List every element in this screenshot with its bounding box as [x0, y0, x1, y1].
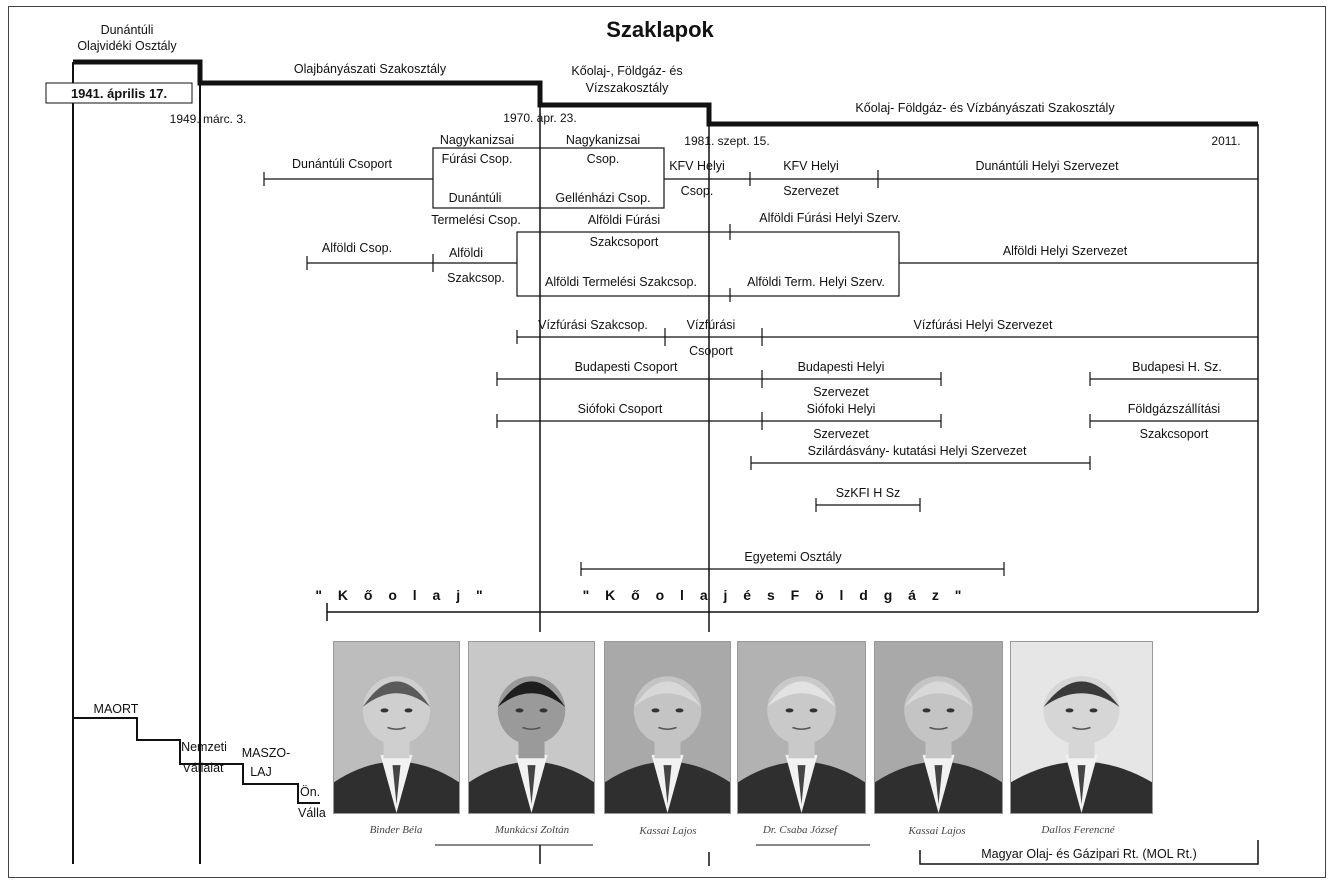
label-alfoldi-furasi: Alföldi Fúrási	[588, 213, 660, 227]
label-kfv-helyi-1: KFV Helyi	[669, 159, 725, 173]
date-1949: 1949. márc. 3.	[170, 112, 247, 126]
label-foldgazszallitasi: Földgázszállítási	[1128, 402, 1220, 416]
label-kfv-helyi-2: KFV Helyi	[783, 159, 839, 173]
label-on: Ön.	[300, 785, 320, 799]
label-szakcsop: Szakcsop.	[447, 271, 505, 285]
date-1970: 1970. ápr. 23.	[503, 111, 576, 125]
label-szkfi: SzKFI H Sz	[836, 486, 901, 500]
label-nagykanizsai-2: Nagykanizsai	[566, 133, 640, 147]
portrait-photo-2	[604, 641, 731, 814]
label-dunantuli-csoport: Dunántúli Csoport	[292, 157, 393, 171]
label-vizfurasi-csoport: Csoport	[689, 344, 733, 358]
label-maszolaj-2: LAJ	[250, 765, 272, 779]
label-budapesti-szervezet: Szervezet	[813, 385, 869, 399]
portrait-photo-3	[737, 641, 866, 814]
label-siofoki-helyi: Siófoki Helyi	[807, 402, 876, 416]
date-1981: 1981. szept. 15.	[684, 134, 769, 148]
label-szakcsoport: Szakcsoport	[590, 235, 659, 249]
label-maszolaj-1: MASZO-	[242, 746, 291, 760]
era-koolaj: " K ő o l a j "	[315, 587, 488, 603]
date-2011: 2011.	[1211, 134, 1240, 148]
label-dunantuli-olajvideki-2: Olajvidéki Osztály	[77, 39, 177, 53]
label-dunantuli: Dunántúli	[449, 191, 502, 205]
label-olajbanyaszati: Olajbányászati Szakosztály	[294, 62, 447, 76]
mol-bracket	[919, 840, 1259, 865]
era-koolaj-foldgaz: " K ő o l a j é s F ö l d g á z "	[583, 587, 968, 603]
label-egyetemi: Egyetemi Osztály	[744, 550, 842, 564]
society-step-line	[73, 59, 1258, 127]
company-step-line	[73, 717, 320, 804]
label-csop: Csop.	[587, 152, 620, 166]
label-dunantuli-helyi: Dunántúli Helyi Szervezet	[975, 159, 1119, 173]
caption-kassai-lajos-2: Kassai Lajos	[907, 825, 965, 837]
label-siofoki-szervezet: Szervezet	[813, 427, 869, 441]
label-koolaj-viz-1: Kőolaj-, Földgáz- és	[571, 64, 682, 78]
label-vallalat: Vállalat	[183, 761, 225, 775]
label-valla: Válla	[298, 806, 326, 820]
label-mol: Magyar Olaj- és Gázipari Rt. (MOL Rt.)	[981, 847, 1197, 861]
label-alfoldi-helyi: Alföldi Helyi Szervezet	[1003, 244, 1128, 258]
label-gellenhazi: Gellénházi Csop.	[555, 191, 650, 205]
label-vizfurasi-helyi: Vízfúrási Helyi Szervezet	[914, 318, 1053, 332]
caption-csaba-jozsef: Dr. Csaba József	[762, 824, 839, 836]
label-termelesi-csop: Termelési Csop.	[431, 213, 521, 227]
label-alfoldi: Alföldi	[449, 246, 483, 260]
label-nemzeti: Nemzeti	[181, 740, 227, 754]
label-kfv-szervezet: Szervezet	[783, 184, 839, 198]
caption-kassai-lajos-1: Kassai Lajos	[638, 825, 696, 837]
label-dunantuli-olajvideki-1: Dunántúli	[101, 23, 154, 37]
label-koolaj-vizbany: Kőolaj- Földgáz- és Vízbányászati Szakos…	[855, 101, 1115, 115]
portrait-photo-1	[468, 641, 595, 814]
caption-munkacsi-zoltan: Munkácsi Zoltán	[494, 824, 570, 836]
label-alfoldi-term-helyi: Alföldi Term. Helyi Szerv.	[747, 275, 885, 289]
label-budapesti-helyi: Budapesti Helyi	[798, 360, 885, 374]
portrait-photo-0	[333, 641, 460, 814]
page-title: Szaklapok	[606, 17, 714, 42]
label-nagykanizsai-1: Nagykanizsai	[440, 133, 514, 147]
portrait-photo-4	[874, 641, 1003, 814]
alfoldi-box	[516, 231, 900, 297]
label-budapesi-hsz: Budapesi H. Sz.	[1132, 360, 1222, 374]
caption-binder-bela: Binder Béla	[370, 824, 423, 836]
date-1941: 1941. április 17.	[71, 86, 167, 101]
label-foldgaz-szakcsoport: Szakcsoport	[1140, 427, 1209, 441]
label-budapesti-csoport: Budapesti Csoport	[575, 360, 678, 374]
label-furasi-csop: Fúrási Csop.	[442, 152, 513, 166]
diagram-frame	[8, 6, 1326, 878]
portrait-photo-5	[1010, 641, 1153, 814]
label-koolaj-viz-2: Vízszakosztály	[586, 81, 669, 95]
caption-dallos-ferencne: Dallos Ferencné	[1040, 824, 1115, 836]
label-vizfurasi: Vízfúrási	[687, 318, 736, 332]
label-siofoki-csoport: Siófoki Csoport	[578, 402, 663, 416]
label-alfoldi-csop: Alföldi Csop.	[322, 241, 392, 255]
nagykanizsai-box	[432, 147, 665, 209]
label-kfv-csop: Csop.	[681, 184, 714, 198]
label-szilardasvany: Szilárdásvány- kutatási Helyi Szervezet	[808, 444, 1027, 458]
date-box-1941	[45, 82, 193, 104]
label-alfoldi-termelesi: Alföldi Termelési Szakcsop.	[545, 275, 697, 289]
label-alfoldi-furasi-helyi: Alföldi Fúrási Helyi Szerv.	[759, 211, 900, 225]
label-maort: MAORT	[94, 702, 139, 716]
label-vizfurasi-szakcsop: Vízfúrási Szakcsop.	[538, 318, 648, 332]
